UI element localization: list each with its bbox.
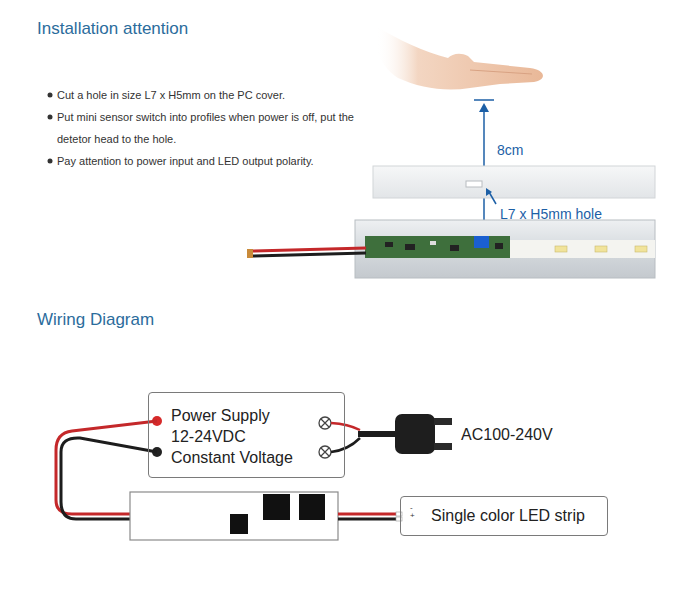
screw-terminal	[319, 417, 331, 458]
black-wire	[252, 253, 366, 256]
red-wire	[338, 513, 396, 516]
box-text: Constant Voltage	[171, 447, 293, 468]
leader-line	[489, 192, 496, 204]
cover-hole	[466, 181, 482, 187]
pc-cover	[373, 166, 655, 198]
dimension-label: L7 x H5mm hole	[500, 205, 602, 223]
box-text: Power Supply	[171, 405, 270, 426]
aluminium-profile	[355, 220, 655, 278]
ac-wire	[331, 423, 360, 430]
mini-sensor-switch	[130, 492, 338, 540]
pcb-part	[405, 244, 415, 250]
arrow-head	[479, 103, 489, 112]
polarity-sign: +	[410, 511, 415, 520]
sensor-chip	[230, 514, 248, 534]
ac-cable	[358, 431, 398, 437]
box-text: Single color LED strip	[431, 497, 585, 534]
ac-plug	[395, 414, 452, 454]
instruction-note: Put mini sensor switch into profiles whe…	[57, 106, 357, 150]
ac-wire	[331, 438, 360, 452]
wire-ends	[247, 249, 253, 258]
section-heading: Installation attention	[37, 18, 188, 40]
led-chip	[555, 246, 567, 252]
pcb-part	[450, 245, 459, 251]
leader-head	[486, 188, 492, 196]
power-supply-box: Power Supply12-24VDCConstant Voltage	[148, 392, 345, 478]
led-strip-piece	[510, 240, 655, 258]
section-heading: Wiring Diagram	[37, 309, 154, 331]
wire-tip	[396, 512, 402, 516]
led-strip-box: Single color LED strip	[400, 496, 608, 536]
black-wire	[338, 518, 396, 521]
instruction-note: Cut a hole in size L7 x H5mm on the PC c…	[57, 84, 285, 106]
dimension-label: 8cm	[497, 141, 523, 159]
led-chip	[595, 246, 607, 252]
wire-tip	[396, 517, 402, 521]
red-wire	[252, 248, 366, 251]
distance-tick	[474, 99, 494, 101]
led-chip	[635, 246, 647, 252]
bullet-dot	[48, 159, 53, 164]
hand	[376, 26, 543, 90]
bullet-dot	[48, 115, 53, 120]
polarity-sign: -	[410, 503, 413, 512]
instruction-note: Pay attention to power input and LED out…	[57, 150, 314, 172]
voltage-label: AC100-240V	[461, 425, 553, 445]
sensor-pcb	[365, 236, 510, 258]
pcb-part	[385, 242, 393, 247]
finger-line	[470, 70, 532, 74]
detector-head	[474, 236, 489, 248]
sensor-chip	[299, 494, 325, 520]
bullet-dot	[48, 93, 53, 98]
sensor-chip	[263, 494, 290, 520]
pcb-part	[495, 243, 503, 249]
pcb-part	[430, 241, 436, 245]
box-text: 12-24VDC	[171, 426, 246, 447]
